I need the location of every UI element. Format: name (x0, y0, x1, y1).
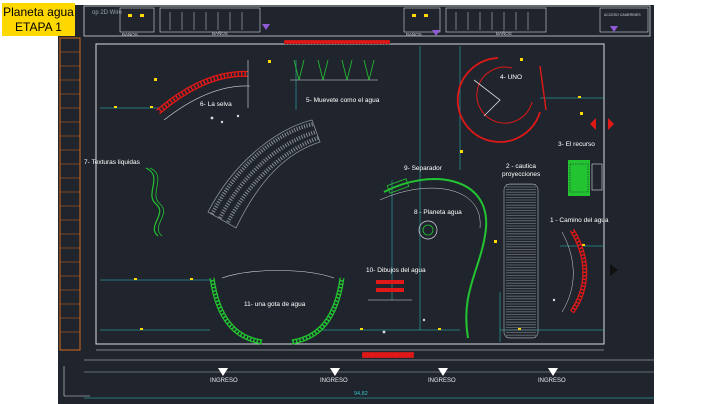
entrance-bar (362, 352, 414, 358)
title-line-2: ETAPA 1 (15, 20, 62, 34)
tab-label: op 2D Wire (92, 10, 123, 16)
zone-label: 2 - cautica (506, 163, 536, 170)
zone-label: 10- Dibujos del agua (366, 267, 426, 274)
zone-label: 3- El recurso (558, 141, 595, 148)
bath-label: BAÑOS (122, 31, 138, 37)
zone-la-selva (156, 60, 251, 121)
zone-label: 8 - Planeta agua (414, 209, 462, 216)
arrow-marker (590, 118, 596, 130)
zone-label: 4- UNO (500, 74, 522, 81)
zone-cautica (503, 183, 539, 339)
zone-uno (456, 57, 547, 143)
overall-dimension: 94,82 (354, 391, 368, 397)
dimension-ticks (114, 58, 585, 330)
entrance-markers (218, 368, 558, 376)
bath-label: BAÑOS (212, 30, 228, 36)
zone-el-recurso (568, 160, 603, 196)
decor-dots (210, 114, 556, 334)
zone-label: 7- Texturas liquidas (84, 159, 141, 166)
ucs-axis-icon (63, 366, 90, 397)
zone-label: 1 - Camino del agua (550, 217, 609, 224)
title-line-1: Planeta agua (3, 5, 74, 19)
curved-hatch (207, 119, 321, 229)
bath-label: BAÑOS (406, 31, 422, 37)
zone-texturas (145, 167, 165, 237)
zone-label: 11- una gota de agua (244, 301, 306, 308)
entrance-label: INGRESO (210, 378, 238, 384)
entrance-bar-hatch (361, 351, 415, 359)
entrance-label: INGRESO (538, 378, 566, 384)
zone-label: 6- La selva (200, 101, 232, 108)
entrance-label: INGRESO (320, 378, 348, 384)
zone-camino-agua (561, 228, 588, 314)
zone-muevete (283, 39, 391, 81)
zone-gota-agua (209, 270, 345, 345)
zone-planeta-agua (418, 220, 438, 240)
arrow-marker (610, 264, 618, 276)
bath-label: BAÑOS (496, 30, 512, 36)
header-band: op 2D Wire BAÑOS BAÑOS BAÑOS BAÑOS ACCES… (83, 5, 651, 37)
zone-label: proyecciones (502, 171, 541, 178)
entrance-label: INGRESO (428, 378, 456, 384)
arrow-marker (608, 118, 614, 130)
zone-label: 9- Separador (404, 165, 443, 172)
zone-label: 5- Muevete como el agua (306, 97, 380, 104)
left-stair (59, 37, 81, 351)
access-label: ACCESO CAMERINES (604, 13, 641, 17)
title-box: Planeta agua ETAPA 1 (2, 3, 75, 36)
zone-dibujos-agua (368, 280, 412, 301)
